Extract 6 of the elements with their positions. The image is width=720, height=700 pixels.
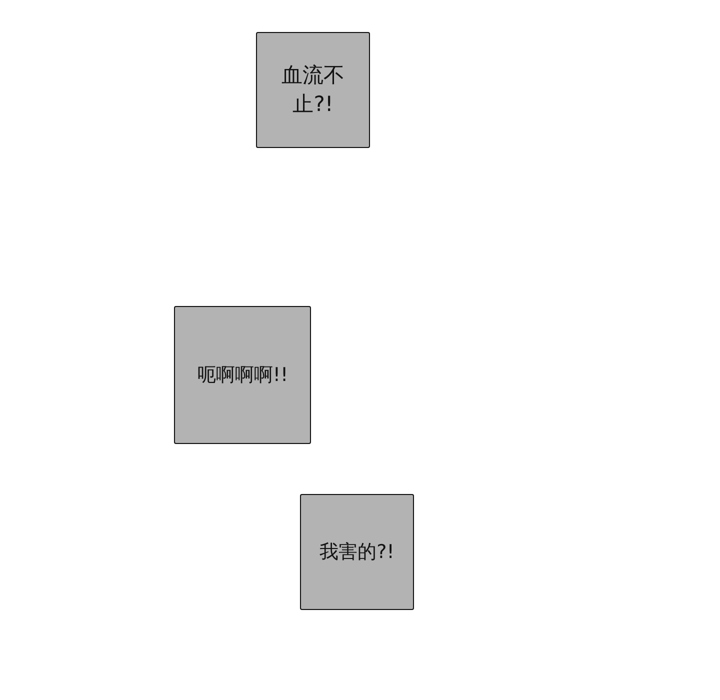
- speech-text: 我害的?!: [318, 540, 396, 565]
- speech-text: 呃啊啊啊!!: [196, 362, 290, 388]
- speech-text: 血流不止?!: [282, 62, 344, 118]
- speech-box: [300, 494, 414, 610]
- speech-box: [256, 32, 370, 148]
- speech-box: [174, 306, 311, 444]
